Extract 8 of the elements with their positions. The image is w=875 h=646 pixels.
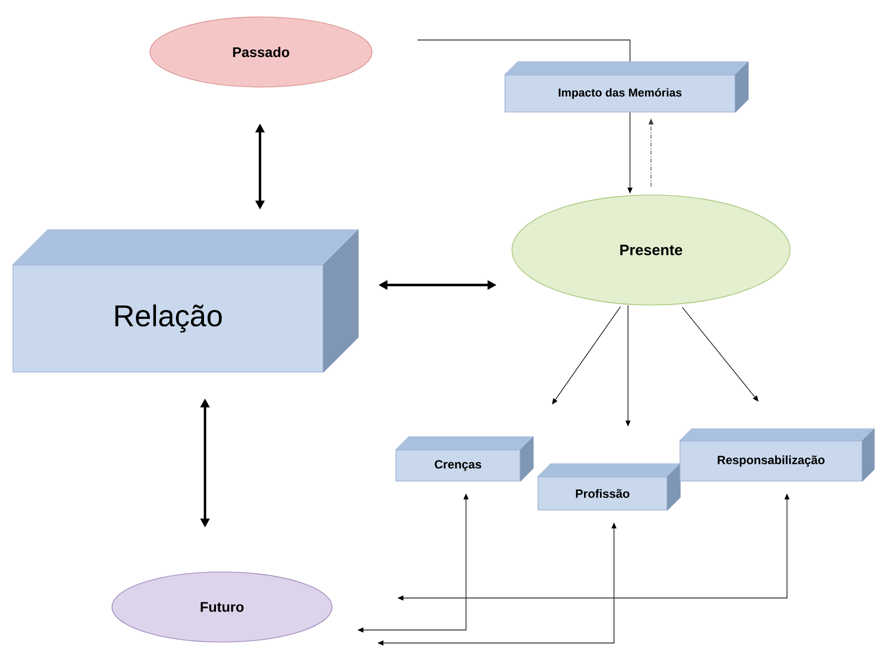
block-box: Responsabilização — [679, 428, 875, 482]
block-box: Relação — [12, 229, 359, 373]
block-box: Profissão — [537, 463, 681, 511]
ellipse-node: Futuro — [112, 572, 332, 642]
block-box: Impacto das Memórias — [504, 61, 749, 113]
ellipse-node: Passado — [150, 16, 372, 88]
block-box: Crenças — [395, 436, 534, 482]
ellipse-node: Presente — [512, 194, 790, 306]
